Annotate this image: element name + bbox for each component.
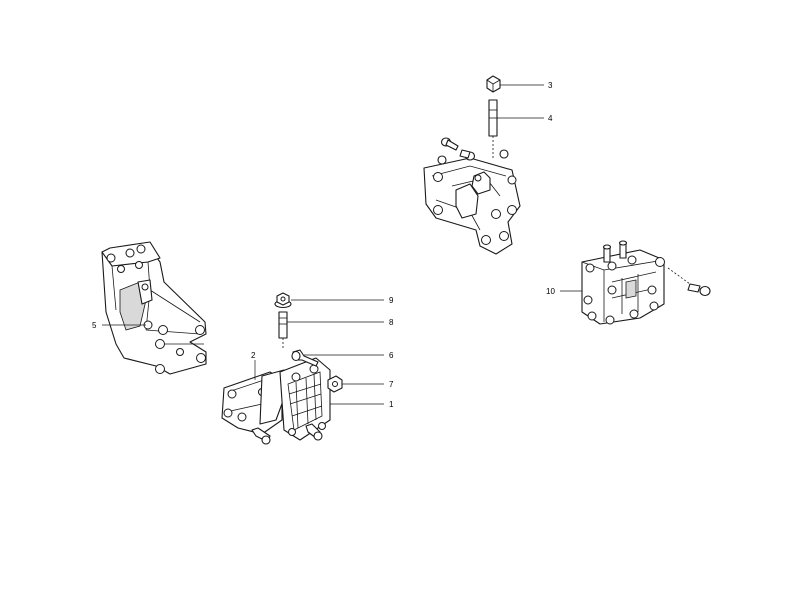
bolt-6 <box>291 349 319 367</box>
callout-2: 2 <box>251 351 256 360</box>
right-manifold-block <box>581 249 665 325</box>
upper-mount-bolts <box>437 137 509 165</box>
stud-4 <box>488 99 498 160</box>
leader-lines <box>102 84 582 405</box>
bolt-lower-right <box>305 423 323 441</box>
callout-1: 1 <box>389 400 394 409</box>
callout-5: 5 <box>92 321 97 330</box>
center-engine-mount-assembly <box>221 357 331 441</box>
callout-8: 8 <box>389 318 394 327</box>
stud-8 <box>278 311 288 348</box>
callout-3: 3 <box>548 81 553 90</box>
nut-7 <box>327 375 343 393</box>
flange-nut-9 <box>274 292 292 309</box>
callout-10: 10 <box>546 287 555 296</box>
manifold-bolt <box>667 267 711 297</box>
callout-9: 9 <box>389 296 394 305</box>
manifold-fittings <box>602 240 628 263</box>
callout-4: 4 <box>548 114 553 123</box>
left-engine-mount-bracket <box>101 241 207 375</box>
callout-7: 7 <box>389 380 394 389</box>
bolt-lower-left <box>251 427 271 445</box>
upper-engine-mount-bracket <box>423 157 521 255</box>
nut-3 <box>486 75 501 93</box>
callout-6: 6 <box>389 351 394 360</box>
